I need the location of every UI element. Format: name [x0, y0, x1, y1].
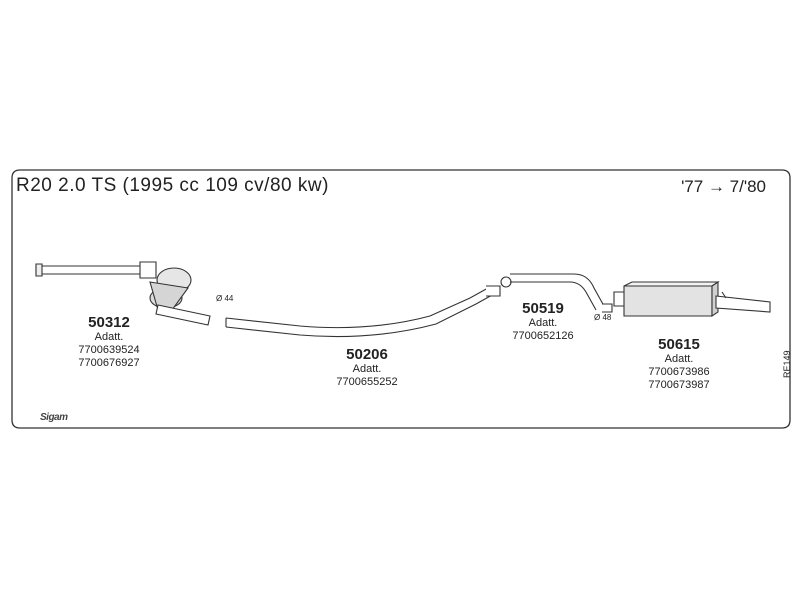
diagram-frame: [11, 169, 791, 429]
part-ref: 7700655252: [336, 375, 398, 388]
rear-muffler-50615: [613, 280, 771, 318]
diameter-label-44: Ø 44: [216, 294, 234, 303]
part-note: Adatt.: [352, 363, 382, 376]
part-code: 50519: [522, 300, 564, 317]
part-label-50519: 50519 Adatt. 7700652126: [498, 300, 588, 343]
intermediate-pipe-50206: [225, 285, 501, 338]
part-note: Adatt.: [664, 353, 694, 366]
diameter-label-48: Ø 48: [594, 313, 612, 322]
part-note: Adatt.: [94, 331, 124, 344]
year-range: '77 → 7/'80: [681, 177, 766, 196]
part-label-50312: 50312 Adatt. 7700639524 7700676927: [64, 314, 154, 369]
part-code: 50206: [346, 346, 388, 363]
part-ref: 7700639524: [78, 343, 140, 356]
part-ref: 7700673986: [648, 365, 710, 378]
part-label-50206: 50206 Adatt. 7700655252: [322, 346, 412, 389]
part-ref: 7700652126: [512, 329, 574, 342]
bend-pipe-50519: [500, 273, 613, 313]
reference-code: RE149: [782, 350, 792, 378]
part-ref: 7700676927: [78, 356, 140, 369]
brand-logo: Sigam: [40, 412, 68, 423]
part-label-50615: 50615 Adatt. 7700673986 7700673987: [634, 336, 724, 391]
part-code: 50312: [88, 314, 130, 331]
page-title: R20 2.0 TS (1995 cc 109 cv/80 kw): [16, 175, 329, 196]
front-pipe-50312: [35, 261, 211, 326]
part-note: Adatt.: [528, 317, 558, 330]
part-ref: 7700673987: [648, 378, 710, 391]
part-code: 50615: [658, 336, 700, 353]
